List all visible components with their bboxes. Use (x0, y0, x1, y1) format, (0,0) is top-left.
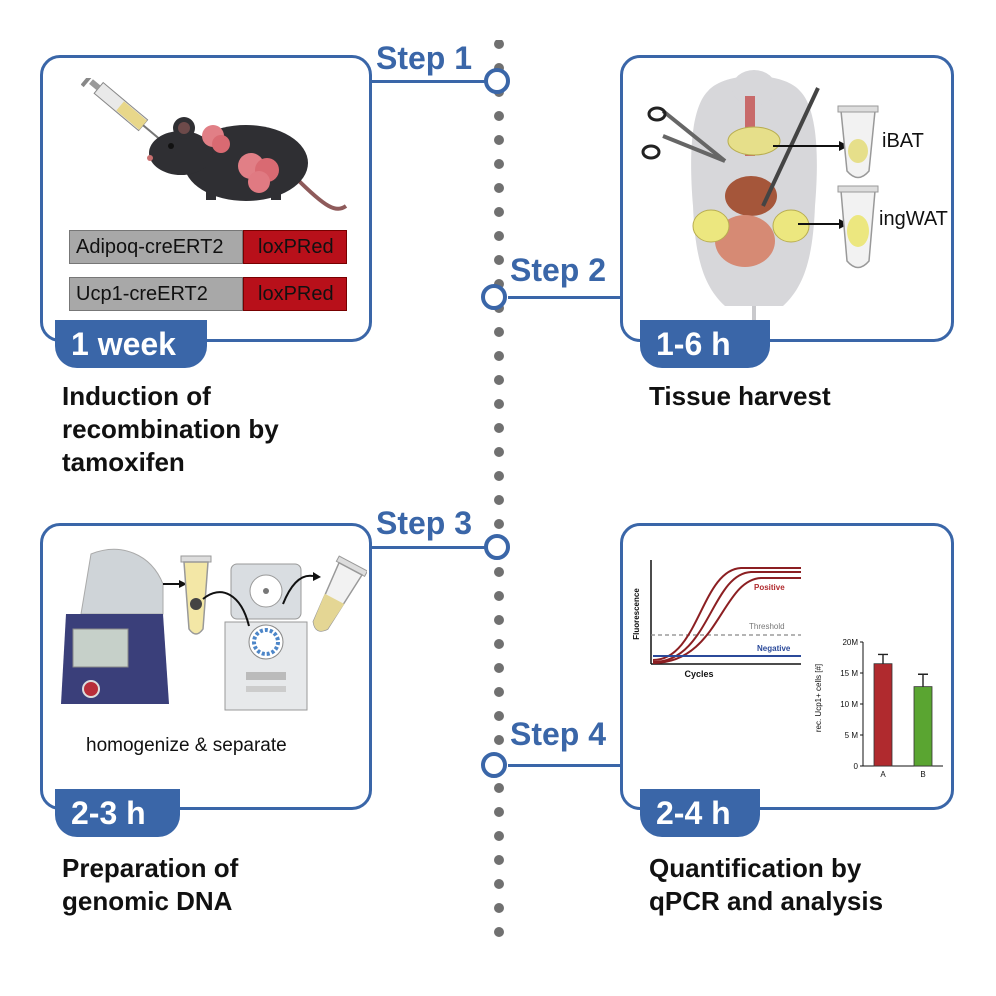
sample-tube-icon (180, 555, 212, 635)
step3-label: Step 3 (376, 505, 473, 541)
ucp1-cells-bar-chart: rec. Ucp1+ cells [#] 0 5 M 10 M 15 M 20M A B (814, 638, 943, 779)
genotype-driver-2: Ucp1-creERT2 (69, 277, 243, 311)
step2-node (481, 284, 507, 310)
step3-connector (372, 546, 488, 549)
bar-chart-ylabel: rec. Ucp1+ cells [#] (814, 664, 823, 732)
step2-desc-line-1: Tissue harvest (649, 381, 831, 411)
bar-B (913, 686, 933, 767)
bar-chart-ytick-label: 15 M (840, 669, 858, 678)
genotype-row-1: Adipoq-creERT2 loxPRed (69, 230, 347, 264)
homogenizer-illustration (61, 549, 367, 711)
qpcr-xlabel: Cycles (684, 669, 713, 679)
step1-desc-line-2: recombination by (62, 414, 279, 444)
step2-duration-badge: 1-6 h (640, 320, 770, 368)
dna-tube-icon (312, 555, 367, 632)
bar-category-label: A (880, 770, 886, 779)
mouse-injection-illustration (81, 78, 348, 211)
step1-desc-line-1: Induction of (62, 381, 211, 411)
step3-description: Preparation of genomic DNA (62, 852, 238, 918)
step4-duration-badge: 2-4 h (640, 789, 760, 837)
genotype-reporter-2: loxPRed (243, 277, 347, 311)
ibat-tube-icon (837, 105, 879, 179)
timeline-dots (489, 39, 509, 961)
step4-desc-line-1: Quantification by (649, 853, 862, 883)
step1-desc-line-3: tamoxifen (62, 447, 185, 477)
centrifuge-icon (224, 563, 308, 711)
error-bar-B (918, 673, 928, 687)
step2-description: Tissue harvest (649, 380, 831, 413)
step4-connector (508, 764, 620, 767)
ingwat-label: ingWAT (879, 208, 948, 230)
step3-desc-line-1: Preparation of (62, 853, 239, 883)
timeline-dots-svg (494, 39, 504, 961)
bar-A (873, 663, 893, 767)
qpcr-threshold-label: Threshold (749, 622, 785, 631)
bar-chart-ytick-label: 0 (854, 762, 859, 771)
qpcr-negative-label: Negative (757, 644, 791, 653)
error-bar-A (878, 653, 888, 664)
step4-desc-line-2: qPCR and analysis (649, 886, 884, 916)
step2-label: Step 2 (510, 252, 607, 288)
step1-duration-badge: 1 week (55, 320, 207, 368)
tissue-harvest-illustration (641, 70, 879, 336)
step1-connector (372, 80, 490, 83)
step1-panel: Adipoq-creERT2 loxPRed Ucp1-creERT2 loxP… (40, 55, 372, 342)
step1-node (484, 68, 510, 94)
step3-desc-line-2: genomic DNA (62, 886, 233, 916)
qpcr-curve-chart: Fluorescence Cycles Threshold Positive N… (632, 560, 801, 679)
step3-node (484, 534, 510, 560)
step3-duration-badge: 2-3 h (55, 789, 180, 837)
step2-panel: iBAT ingWAT (620, 55, 954, 342)
step4-description: Quantification by qPCR and analysis (649, 852, 883, 918)
bar-chart-ytick-label: 10 M (840, 700, 858, 709)
ibat-label: iBAT (882, 130, 924, 152)
step1-description: Induction of recombination by tamoxifen (62, 380, 279, 479)
qpcr-ylabel: Fluorescence (632, 588, 641, 640)
bar-chart-ytick-label: 20M (842, 638, 858, 647)
step2-connector (508, 296, 620, 299)
genotype-row-2: Ucp1-creERT2 loxPRed (69, 277, 347, 311)
ingwat-tube-icon (837, 185, 879, 269)
step4-panel: Fluorescence Cycles Threshold Positive N… (620, 523, 954, 810)
bar-category-label: B (920, 770, 925, 779)
homogenize-caption: homogenize & separate (86, 735, 287, 756)
scissors-icon (641, 106, 727, 163)
bar-chart-ytick-label: 5 M (845, 731, 859, 740)
genotype-driver-1: Adipoq-creERT2 (69, 230, 243, 264)
step4-label: Step 4 (510, 716, 607, 752)
step4-node (481, 752, 507, 778)
qpcr-positive-label: Positive (754, 583, 785, 592)
step3-panel: homogenize & separate (40, 523, 372, 810)
genotype-reporter-1: loxPRed (243, 230, 347, 264)
syringe-icon (81, 78, 163, 142)
step1-label: Step 1 (376, 40, 473, 76)
